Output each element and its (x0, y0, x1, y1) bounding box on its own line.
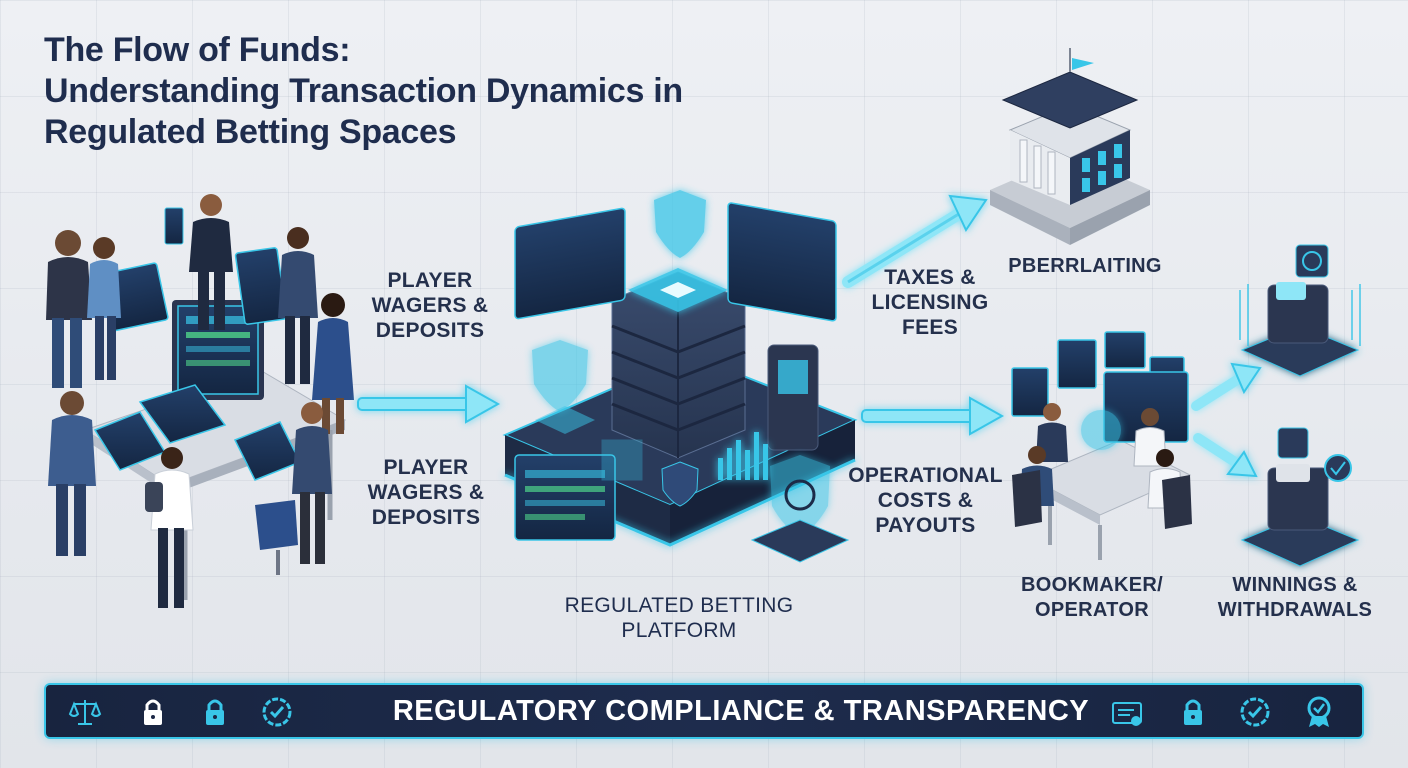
label-bookmaker-operator: BOOKMAKER/ OPERATOR (1021, 574, 1163, 621)
data-cube (601, 439, 643, 481)
arrow-operator-to-wallet-bottom (1193, 433, 1258, 478)
tablet (138, 384, 227, 444)
banner-title: REGULATORY COMPLIANCE & TRANSPARENCY (392, 695, 1090, 727)
dashboard-screen (514, 207, 626, 320)
person (48, 391, 96, 556)
players-group (46, 194, 354, 608)
person (189, 194, 233, 330)
regulator-building (990, 48, 1150, 245)
label-regulator: PBERRLAITING (1008, 255, 1162, 277)
shield-icon (654, 190, 706, 258)
data-bars (718, 432, 768, 480)
flow-arrows (357, 194, 1262, 478)
flag-icon (1072, 58, 1094, 70)
person (278, 227, 318, 384)
wallet-top (1239, 244, 1361, 377)
title-line-2: Understanding Transaction Dynamics in (44, 72, 683, 110)
padlock-icon (206, 699, 224, 725)
label-regulated-platform: REGULATED BETTING PLATFORM (564, 594, 794, 642)
wallet-bottom (1240, 427, 1360, 567)
title-line-3: Regulated Betting Spaces (44, 113, 457, 151)
chair (255, 500, 298, 550)
check-badge-icon (1240, 697, 1270, 727)
check-icon (1324, 454, 1352, 482)
dashboard-screen (514, 454, 616, 541)
padlock-icon (1184, 699, 1202, 725)
office-screen (1057, 339, 1097, 389)
person (292, 402, 332, 564)
person (46, 230, 92, 388)
title-line-1: The Flow of Funds: (44, 31, 351, 69)
cycle-icon (1302, 251, 1322, 271)
person (145, 447, 194, 608)
arrow-wagers-to-platform (357, 384, 501, 424)
label-operational-costs: OPERATIONAL COSTS & PAYOUTS (848, 464, 1003, 537)
check-badge-icon (262, 697, 292, 727)
chair (1012, 470, 1042, 527)
arrow-platform-to-taxes (842, 194, 988, 288)
server-stack (611, 268, 746, 459)
platform-illustration (502, 190, 858, 563)
person (312, 293, 354, 434)
globe-shield-icon (770, 455, 830, 536)
office-screen (1104, 331, 1146, 369)
label-taxes-licensing-fees: TAXES & LICENSING FEES (871, 266, 989, 339)
office-screen (1011, 367, 1049, 417)
arrow-operator-to-wallet-top (1191, 362, 1262, 411)
shield-icon (532, 340, 588, 412)
operator-office (1011, 331, 1192, 560)
certificate-icon (1112, 702, 1142, 726)
compliance-banner: REGULATORY COMPLIANCE & TRANSPARENCY (44, 683, 1364, 739)
scales-icon (68, 700, 102, 725)
chair (1162, 475, 1192, 529)
person (87, 237, 121, 380)
dashboard-screen (727, 202, 837, 322)
award-ribbon-icon (1307, 696, 1331, 727)
padlock-icon (144, 699, 162, 725)
arrow-platform-to-operator (861, 396, 1005, 436)
label-winnings-withdrawals: WINNINGS & WITHDRAWALS (1217, 574, 1373, 621)
page-title: The Flow of Funds: Understanding Transac… (44, 30, 683, 153)
shield-icon (661, 461, 699, 507)
label-player-wagers-top: PLAYER WAGERS & DEPOSITS (371, 269, 489, 342)
label-player-wagers-bottom: PLAYER WAGERS & DEPOSITS (367, 456, 485, 529)
